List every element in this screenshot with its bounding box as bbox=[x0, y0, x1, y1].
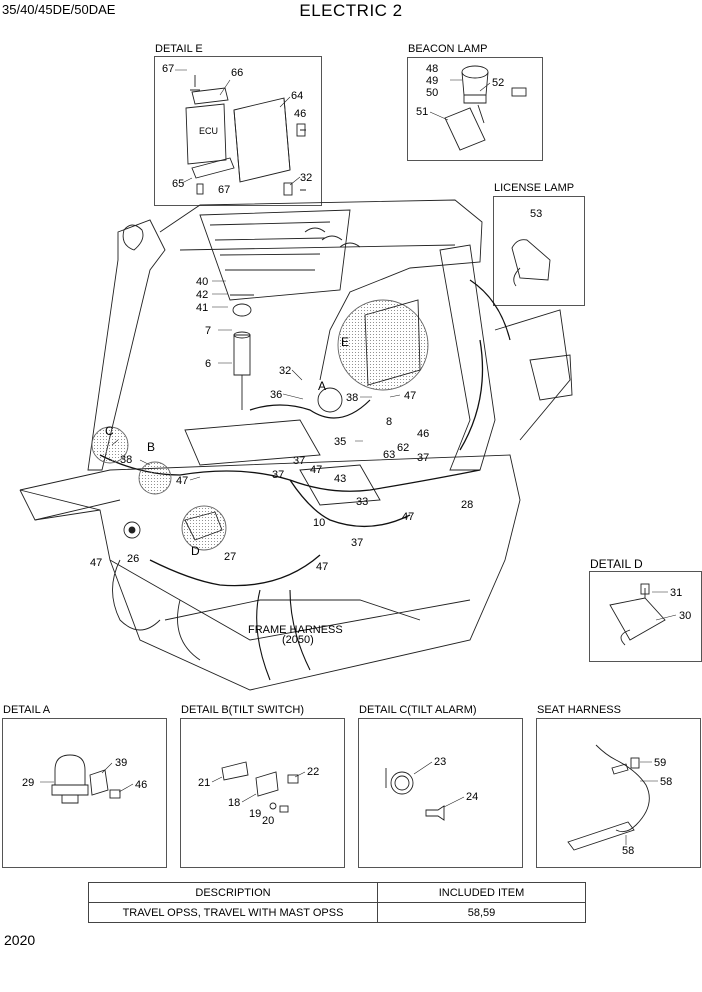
callout-label: 28 bbox=[461, 499, 473, 511]
callout-label: 38 bbox=[120, 454, 132, 466]
callout-label: 10 bbox=[313, 517, 325, 529]
callout-label: E bbox=[341, 335, 349, 349]
callout-label: 46 bbox=[294, 108, 306, 120]
callout-label: 8 bbox=[386, 416, 392, 428]
chassis-outline bbox=[19, 454, 521, 691]
callout-label: 49 bbox=[426, 75, 438, 87]
callout-label: 30 bbox=[679, 610, 691, 622]
callout-label: 31 bbox=[670, 587, 682, 599]
callout-label: 59 bbox=[654, 757, 666, 769]
callout-label: 29 bbox=[22, 777, 34, 789]
callout-label: 43 bbox=[334, 473, 346, 485]
table-cell: TRAVEL OPSS, TRAVEL WITH MAST OPSS bbox=[88, 902, 378, 923]
callout-label: 37 bbox=[272, 469, 284, 481]
callout-label: 52 bbox=[492, 77, 504, 89]
callout-label: 47 bbox=[402, 511, 414, 523]
callout-label: 64 bbox=[291, 90, 303, 102]
included-items-table: DESCRIPTION INCLUDED ITEM TRAVEL OPSS, T… bbox=[88, 882, 586, 923]
callout-label: 65 bbox=[172, 178, 184, 190]
callout-label: 47 bbox=[316, 561, 328, 573]
callout-label: 23 bbox=[434, 756, 446, 768]
ecu-label: ECU bbox=[199, 126, 218, 136]
seat-harness-label: SEAT HARNESS bbox=[537, 704, 621, 716]
callout-label: 40 bbox=[196, 276, 208, 288]
callout-label: 58 bbox=[622, 845, 634, 857]
frame-harness-ref: (2050) bbox=[282, 634, 314, 646]
callout-label: D bbox=[191, 544, 200, 558]
callout-label: 41 bbox=[196, 302, 208, 314]
page-number: 2020 bbox=[4, 932, 36, 948]
detail-a-label: DETAIL A bbox=[3, 704, 51, 716]
callout-label: 20 bbox=[262, 815, 274, 827]
callout-label: 27 bbox=[224, 551, 236, 563]
callout-label: 35 bbox=[334, 436, 346, 448]
callout-label: 58 bbox=[660, 776, 672, 788]
beacon-lamp-box bbox=[407, 57, 543, 161]
callout-label: C bbox=[105, 424, 114, 438]
callout-label: 7 bbox=[205, 325, 211, 337]
detail-c-label: DETAIL C(TILT ALARM) bbox=[359, 704, 477, 716]
beacon-lamp-label: BEACON LAMP bbox=[408, 43, 488, 55]
detail-e-label: DETAIL E bbox=[155, 43, 203, 55]
callout-label: 33 bbox=[356, 496, 368, 508]
detail-a-box bbox=[2, 718, 167, 868]
left-post bbox=[87, 219, 166, 471]
detail-e-box bbox=[154, 56, 322, 206]
callout-label: 42 bbox=[196, 289, 208, 301]
callout-label: 67 bbox=[162, 63, 174, 75]
callout-label: 19 bbox=[249, 808, 261, 820]
callout-label: 22 bbox=[307, 766, 319, 778]
license-lamp-label: LICENSE LAMP bbox=[494, 182, 575, 194]
callout-label: 53 bbox=[530, 208, 542, 220]
table-row: TRAVEL OPSS, TRAVEL WITH MAST OPSS 58,59 bbox=[88, 902, 586, 923]
callout-label: 47 bbox=[90, 557, 102, 569]
callout-label: 47 bbox=[310, 464, 322, 476]
detail-c-box bbox=[358, 718, 523, 868]
detail-d-label: DETAIL D bbox=[590, 557, 643, 571]
callout-label: 46 bbox=[135, 779, 147, 791]
callout-label: 18 bbox=[228, 797, 240, 809]
detail-b-label: DETAIL B(TILT SWITCH) bbox=[181, 704, 305, 716]
callout-label: 36 bbox=[270, 389, 282, 401]
callout-label: 63 bbox=[383, 449, 395, 461]
callout-label: 38 bbox=[346, 392, 358, 404]
callout-label: 37 bbox=[351, 537, 363, 549]
frame-harness-label: FRAME HARNESS bbox=[248, 624, 343, 636]
callout-label: 46 bbox=[417, 428, 429, 440]
callout-label: 37 bbox=[293, 455, 305, 467]
overhead-guard-outline bbox=[159, 199, 483, 381]
callout-label: 62 bbox=[397, 442, 409, 454]
detail-e-callout-area bbox=[337, 299, 429, 391]
seat-harness-box bbox=[536, 718, 701, 868]
table-header: DESCRIPTION bbox=[88, 882, 378, 903]
table-header-row: DESCRIPTION INCLUDED ITEM bbox=[88, 882, 586, 903]
callout-label: 50 bbox=[426, 87, 438, 99]
callout-label: 37 bbox=[417, 452, 429, 464]
page-title: ELECTRIC 2 bbox=[299, 1, 403, 20]
license-lamp-box bbox=[493, 196, 585, 306]
table-cell: 58,59 bbox=[377, 902, 586, 923]
callout-label: 26 bbox=[127, 553, 139, 565]
callout-label: 39 bbox=[115, 757, 127, 769]
callout-label: 32 bbox=[300, 172, 312, 184]
callout-label: 51 bbox=[416, 106, 428, 118]
table-header: INCLUDED ITEM bbox=[377, 882, 586, 903]
callout-label: 6 bbox=[205, 358, 211, 370]
callout-label: 67 bbox=[218, 184, 230, 196]
callout-label: 47 bbox=[404, 390, 416, 402]
callout-label: 24 bbox=[466, 791, 478, 803]
detail-b-box bbox=[180, 718, 345, 868]
callout-label: 21 bbox=[198, 777, 210, 789]
model-header: 35/40/45DE/50DAE bbox=[2, 2, 116, 17]
callout-label: B bbox=[147, 440, 155, 454]
callout-label: 32 bbox=[279, 365, 291, 377]
callout-label: 66 bbox=[231, 67, 243, 79]
callout-label: A bbox=[318, 379, 326, 393]
callout-label: 47 bbox=[176, 475, 188, 487]
callout-label: 48 bbox=[426, 63, 438, 75]
callout-numbers: 40 42 41 7 6 32 36 A 38 47 E 8 35 62 63 … bbox=[22, 63, 691, 857]
